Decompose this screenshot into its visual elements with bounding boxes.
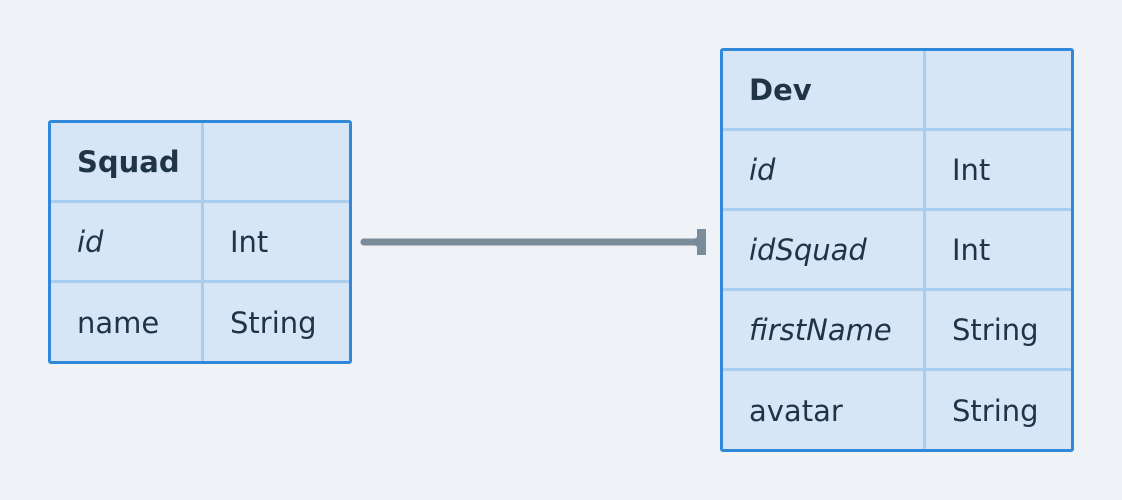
field-row[interactable]: name String: [51, 283, 349, 361]
field-name: id: [723, 131, 926, 208]
entity-table-dev[interactable]: Dev id Int idSquad Int firstName String …: [720, 48, 1074, 452]
field-type: Int: [952, 152, 991, 187]
field-row[interactable]: idSquad Int: [723, 211, 1071, 291]
field-name: idSquad: [723, 211, 926, 288]
table-header-row: Squad: [51, 123, 349, 203]
field-type: String: [952, 312, 1039, 347]
field-name: id: [51, 203, 204, 280]
field-row[interactable]: avatar String: [723, 371, 1071, 449]
field-type: String: [230, 305, 317, 340]
field-type: String: [952, 393, 1039, 428]
table-header-row: Dev: [723, 51, 1071, 131]
entity-title: Dev: [723, 51, 926, 128]
entity-table-squad[interactable]: Squad id Int name String: [48, 120, 352, 364]
field-row[interactable]: firstName String: [723, 291, 1071, 371]
header-empty-cell: [926, 51, 1071, 128]
header-empty-cell: [204, 123, 349, 200]
entity-title: Squad: [51, 123, 204, 200]
relation-end-cap: [697, 229, 706, 255]
field-name: name: [51, 283, 204, 361]
field-name: avatar: [723, 371, 926, 449]
field-name: firstName: [723, 291, 926, 368]
field-row[interactable]: id Int: [51, 203, 349, 283]
field-type: Int: [952, 232, 991, 267]
field-type: Int: [230, 224, 269, 259]
field-row[interactable]: id Int: [723, 131, 1071, 211]
